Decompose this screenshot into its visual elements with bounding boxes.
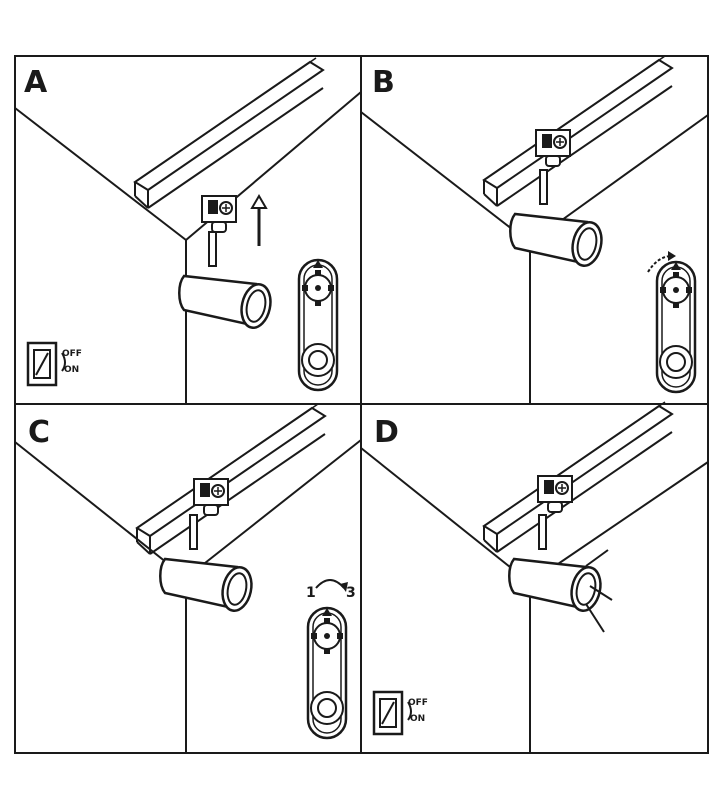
switch-off-label: OFF xyxy=(408,698,428,708)
up-arrow-icon xyxy=(250,194,268,246)
plug-plate xyxy=(306,606,348,740)
plug-plate xyxy=(655,260,697,394)
switch-on-label: ON xyxy=(64,365,79,375)
panel-label-b: B xyxy=(372,65,395,100)
rotation-from-label: 1 xyxy=(306,585,316,601)
light-beam-icon xyxy=(585,549,613,633)
panel-d: D OFF ON xyxy=(360,401,709,753)
panel-label-a: A xyxy=(24,65,48,100)
plug-plate xyxy=(297,258,339,392)
panel-a: A OFF ON xyxy=(14,57,362,404)
panel-b: B xyxy=(360,55,709,404)
switch-off-label: OFF xyxy=(62,349,82,359)
rotation-to-label: 3 xyxy=(346,585,356,601)
panel-label-d: D xyxy=(374,415,399,450)
switch-on-label: ON xyxy=(410,714,425,724)
panel-c: C 1 3 xyxy=(14,403,362,753)
panel-label-c: C xyxy=(28,415,50,450)
